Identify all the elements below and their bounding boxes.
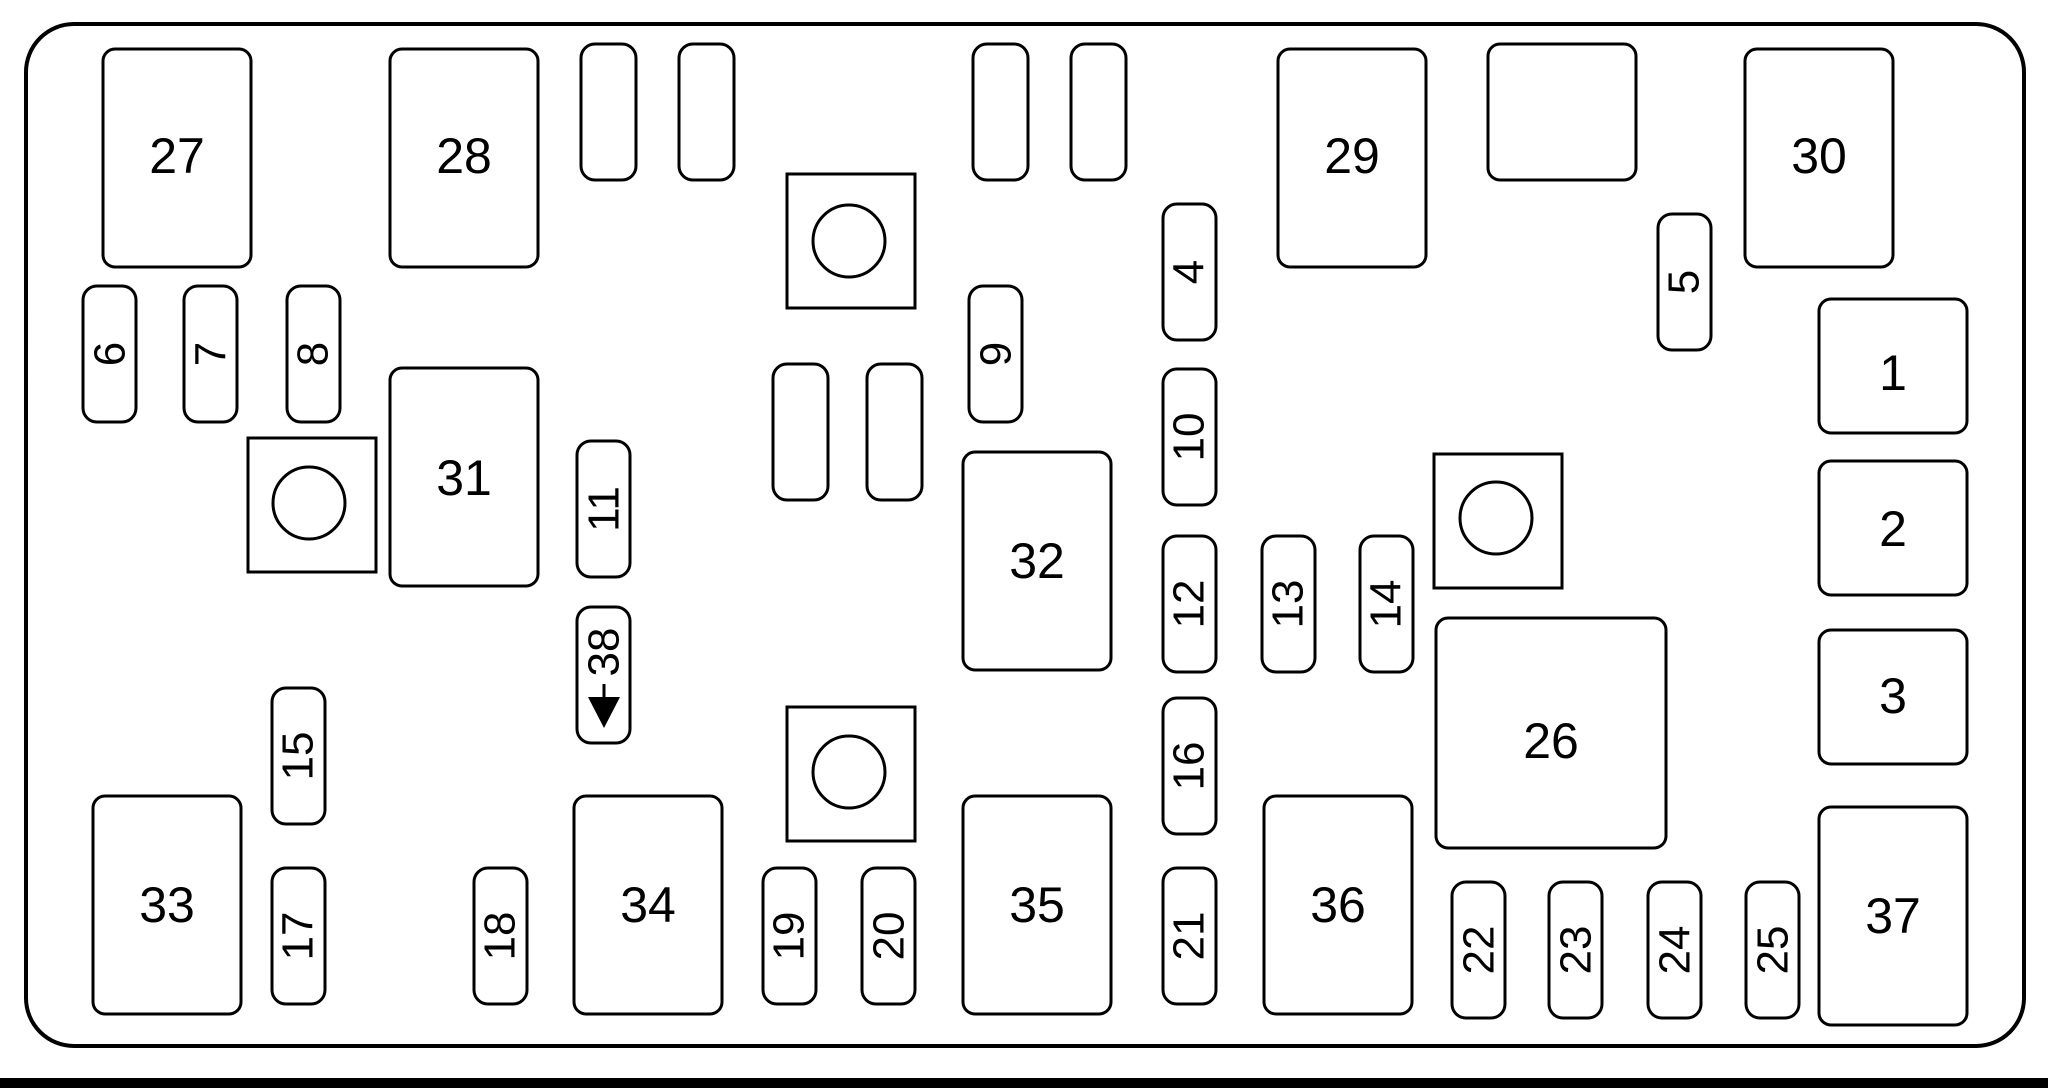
spare-fuse-slot[interactable] [865, 362, 924, 502]
fuse-label: 19 [765, 912, 814, 961]
fuse-label: 18 [476, 912, 525, 961]
fuse-25[interactable]: 25 [1744, 880, 1801, 1020]
fuse-label: 15 [274, 732, 323, 781]
relay-27[interactable]: 27 [101, 47, 253, 269]
fuse-label: 20 [865, 912, 914, 961]
relay-35[interactable]: 35 [961, 794, 1113, 1016]
fuse-label: 11 [580, 486, 629, 532]
relay-label: 29 [1324, 128, 1380, 184]
spare-fuse-slot[interactable] [1069, 42, 1128, 182]
relay-label: 33 [139, 877, 195, 933]
fuse-6[interactable]: 6 [81, 284, 138, 424]
fuse-label: 5 [1660, 270, 1709, 294]
fuse-9[interactable]: 9 [967, 284, 1024, 424]
relay-34[interactable]: 34 [572, 794, 724, 1016]
relay-label: 35 [1009, 877, 1065, 933]
fuse-38[interactable]: 38 [575, 605, 632, 745]
relay-label: 32 [1009, 533, 1065, 589]
mounting-bolt [785, 172, 917, 310]
relay-label: 28 [436, 128, 492, 184]
relay-label: 34 [620, 877, 676, 933]
relay-label: 2 [1879, 501, 1907, 557]
fuse-label: 21 [1165, 912, 1214, 961]
relay-32[interactable]: 32 [961, 450, 1113, 672]
fuse-8[interactable]: 8 [285, 284, 342, 424]
fuse-14[interactable]: 14 [1358, 534, 1415, 674]
fuse-label: 17 [274, 912, 323, 961]
fuse-18[interactable]: 18 [472, 866, 529, 1006]
fuse-label: 22 [1455, 926, 1504, 975]
relay-unlabeled-top[interactable] [1486, 42, 1638, 182]
spare-fuse-slot[interactable] [677, 42, 736, 182]
spare-fuse-slot[interactable] [971, 42, 1030, 182]
relay-label: 37 [1865, 888, 1921, 944]
fuse-13[interactable]: 13 [1260, 534, 1317, 674]
fuse-label: 4 [1165, 260, 1214, 284]
fuse-5[interactable]: 5 [1656, 212, 1713, 352]
relay-28[interactable]: 28 [388, 47, 540, 269]
relay-label: 27 [149, 128, 205, 184]
fuse-15[interactable]: 15 [270, 686, 327, 826]
bottom-band [0, 1078, 2048, 1088]
fuse-label: 24 [1651, 926, 1700, 975]
relay-26[interactable]: 26 [1434, 616, 1668, 850]
fuse-label: 8 [289, 342, 338, 366]
fuse-label: 7 [187, 342, 236, 366]
fuse-label: 38 [580, 628, 629, 677]
relay-33[interactable]: 33 [91, 794, 243, 1016]
fuse-7[interactable]: 7 [182, 284, 239, 424]
fuse-21[interactable]: 21 [1161, 866, 1218, 1006]
relay-label: 3 [1879, 668, 1907, 724]
fuse-label: 14 [1362, 580, 1411, 629]
relay-30[interactable]: 30 [1743, 47, 1895, 269]
fuse-11[interactable]: 11 [575, 439, 632, 579]
arrow-down-icon [588, 697, 620, 728]
relay-label: 26 [1523, 713, 1579, 769]
fuse-12[interactable]: 12 [1161, 534, 1218, 674]
relay-3[interactable]: 3 [1817, 628, 1969, 766]
fuse-23[interactable]: 23 [1547, 880, 1604, 1020]
relay-1[interactable]: 1 [1817, 297, 1969, 435]
fuse-20[interactable]: 20 [860, 866, 917, 1006]
relay-36[interactable]: 36 [1262, 794, 1414, 1016]
relay-2[interactable]: 2 [1817, 459, 1969, 597]
relay-37[interactable]: 37 [1817, 805, 1969, 1027]
fuse-label: 6 [86, 342, 135, 366]
fuse-label: 9 [972, 342, 1021, 366]
spare-fuse-slot[interactable] [579, 42, 638, 182]
fuse-19[interactable]: 19 [761, 866, 818, 1006]
mounting-bolt [785, 705, 917, 843]
fuse-label: 10 [1165, 413, 1214, 462]
relay-label: 31 [436, 450, 492, 506]
fuse-22[interactable]: 22 [1450, 880, 1507, 1020]
fuse-16[interactable]: 16 [1161, 696, 1218, 836]
mounting-bolt [1432, 452, 1564, 590]
fuse-10[interactable]: 10 [1161, 367, 1218, 507]
fuse-label: 12 [1165, 580, 1214, 629]
fuse-4[interactable]: 4 [1161, 202, 1218, 342]
relay-label: 36 [1310, 877, 1366, 933]
spare-fuse-slot[interactable] [771, 362, 830, 502]
fuse-24[interactable]: 24 [1646, 880, 1703, 1020]
relay-label: 30 [1791, 128, 1847, 184]
fuse-label: 23 [1552, 926, 1601, 975]
fuse-label: 16 [1165, 742, 1214, 791]
fuse-label: 13 [1264, 580, 1313, 629]
fuse-box-outline [24, 22, 2026, 1048]
fuse-17[interactable]: 17 [270, 866, 327, 1006]
mounting-bolt [246, 436, 378, 574]
relay-29[interactable]: 29 [1276, 47, 1428, 269]
fuse-label: 25 [1749, 926, 1798, 975]
relay-31[interactable]: 31 [388, 366, 540, 588]
relay-label: 1 [1879, 345, 1907, 401]
